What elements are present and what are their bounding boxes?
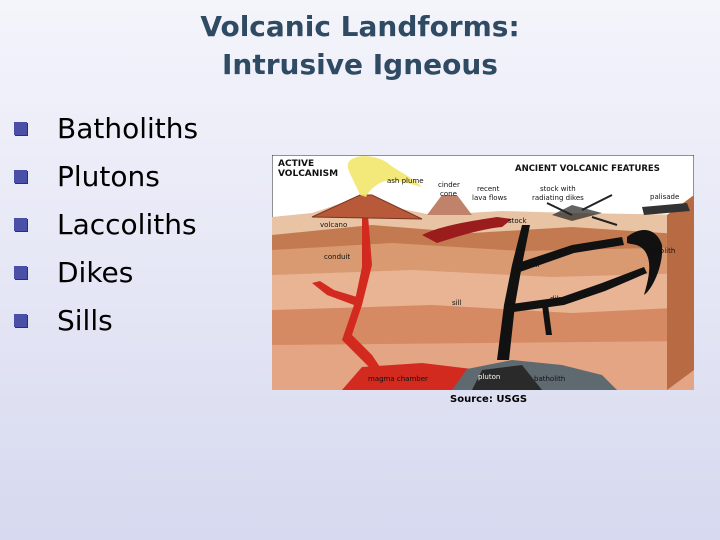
bullet-item: Sills <box>14 296 198 344</box>
ash-plume <box>347 156 422 197</box>
cinder-cone <box>427 195 472 215</box>
bullet-item: Laccoliths <box>14 200 198 248</box>
label-recent-1: recent <box>477 185 500 193</box>
label-sill-upper: sill <box>530 261 540 269</box>
square-bullet-icon <box>14 265 27 279</box>
radiating-dikes <box>552 205 602 221</box>
radiating-dike-lines <box>546 194 618 226</box>
square-bullet-icon <box>14 313 27 327</box>
volcanic-landforms-diagram: ACTIVE VOLCANISM ANCIENT VOLCANIC FEATUR… <box>272 155 694 390</box>
square-bullet-icon <box>14 121 27 135</box>
bullet-text: Dikes <box>57 255 134 289</box>
square-bullet-icon <box>14 169 27 183</box>
label-laccolith: laccolith <box>646 247 675 255</box>
label-cinder-2: cone <box>440 190 457 198</box>
label-conduit: conduit <box>324 253 350 261</box>
label-cinder-1: cinder <box>438 181 460 189</box>
label-batholith: batholith <box>534 375 565 383</box>
label-magma-chamber: magma chamber <box>368 375 428 383</box>
bullet-text: Sills <box>57 303 113 337</box>
diagram-svg: ACTIVE VOLCANISM ANCIENT VOLCANIC FEATUR… <box>272 155 694 390</box>
bullet-item: Dikes <box>14 248 198 296</box>
label-volcano: volcano <box>320 221 347 229</box>
label-ash-plume: ash plume <box>387 177 424 185</box>
bullet-item: Plutons <box>14 152 198 200</box>
bullet-list: Batholiths Plutons Laccoliths Dikes Sill… <box>14 104 198 344</box>
main-dike <box>497 225 530 360</box>
bullet-item: Batholiths <box>14 104 198 152</box>
label-stock-with: stock with <box>540 185 576 193</box>
conduit <box>342 203 382 370</box>
bullet-text: Batholiths <box>57 111 199 145</box>
conduit-branch <box>312 281 357 305</box>
label-pluton: pluton <box>478 373 500 381</box>
label-palisade: palisade <box>650 193 679 201</box>
block-side-face <box>667 195 694 390</box>
lower-sill <box>504 267 647 313</box>
bullet-text: Laccoliths <box>57 207 197 241</box>
label-sill-lower: sill <box>452 299 462 307</box>
heading-active: ACTIVE <box>278 159 314 169</box>
volcano-cone <box>311 194 423 220</box>
slide-title: Volcanic Landforms: Intrusive Igneous <box>0 8 720 84</box>
pluton <box>472 365 542 390</box>
label-stock: stock <box>508 217 528 225</box>
bullet-text: Plutons <box>57 159 160 193</box>
heading-ancient: ANCIENT VOLCANIC FEATURES <box>515 164 660 174</box>
label-dike: dike <box>550 295 565 303</box>
upper-sill <box>512 237 624 273</box>
lava-flow <box>422 217 512 243</box>
source-caption: Source: USGS <box>450 394 528 405</box>
small-dike <box>542 305 552 335</box>
heading-volcanism: VOLCANISM <box>278 169 338 179</box>
slide-title-line-1: Volcanic Landforms: <box>200 10 520 43</box>
laccolith <box>627 230 663 295</box>
slide-title-line-2: Intrusive Igneous <box>222 48 498 81</box>
palisade <box>642 203 690 215</box>
square-bullet-icon <box>14 217 27 231</box>
label-recent-2: lava flows <box>472 194 507 202</box>
label-radiating-dikes: radiating dikes <box>532 194 584 202</box>
